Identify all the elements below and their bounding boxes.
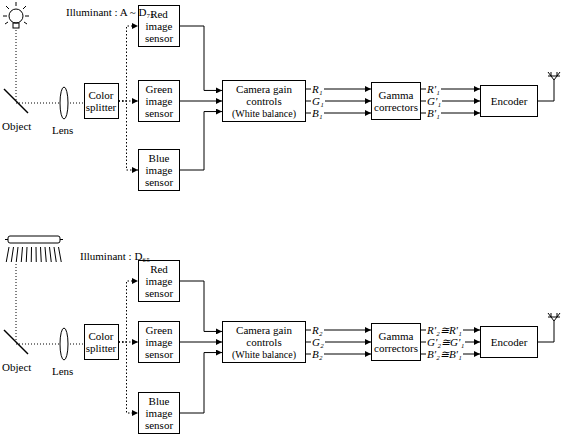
part-label: Lens (52, 124, 73, 136)
signal-label: G'₂≅G'₁ (426, 337, 465, 348)
box-text: Color splitter (86, 330, 117, 354)
light-ray (16, 103, 84, 104)
signal-label: G₂ (311, 337, 325, 348)
box-text: Camera gain controls (225, 83, 303, 107)
box-text: Gamma correctors (374, 330, 418, 354)
light-bulb-icon (3, 2, 29, 28)
light-ray (50, 247, 52, 262)
light-ray (6, 247, 9, 262)
encoder-box: Encoder (480, 85, 538, 117)
box-text: Blue image sensor (141, 152, 177, 188)
box-text: (White balance) (232, 108, 296, 119)
light-ray (59, 247, 62, 262)
gain-control-box: Camera gain controls(White balance) (222, 80, 306, 122)
signal-arrow (180, 281, 222, 331)
light-ray (16, 344, 84, 345)
light-ray (16, 264, 17, 342)
image-sensor-box: Blue image sensor (138, 149, 180, 191)
encoder-box: Encoder (480, 326, 538, 358)
gamma-corrector-box: Gamma correctors (371, 82, 421, 120)
signal-arrow (180, 26, 222, 90)
image-sensor-box: Blue image sensor (138, 392, 180, 434)
signal-label: R₂ (311, 325, 324, 336)
image-sensor-box: Red image sensor (138, 260, 180, 302)
illuminant-label: Illuminant : D₆₅ (80, 250, 150, 262)
light-ray (21, 247, 22, 262)
antenna-symbol (538, 313, 560, 342)
light-ray (31, 247, 32, 262)
light-ray (16, 247, 18, 262)
image-sensor-box: Green image sensor (138, 321, 180, 363)
signal-arrow (180, 101, 222, 102)
signal-label: R'₁ (426, 84, 441, 95)
light-ray (36, 247, 37, 262)
signal-label: B₁ (311, 108, 324, 119)
lens-symbol (60, 328, 68, 360)
color-splitter-box: Color splitter (84, 324, 119, 360)
light-ray (16, 30, 17, 101)
object-surface (4, 89, 28, 113)
optical-path (119, 342, 139, 343)
signal-label: G'₁ (426, 96, 442, 107)
light-ray (45, 247, 46, 262)
lens-symbol (60, 87, 68, 119)
optical-path (119, 26, 139, 101)
signal-arrow (180, 342, 222, 343)
part-label: Lens (52, 365, 73, 377)
light-ray (54, 247, 56, 262)
box-text: Green image sensor (141, 83, 177, 119)
illuminant-label: Illuminant : A ~ D₇₅ (66, 6, 154, 18)
object-surface (4, 330, 28, 354)
signal-label: B₂ (311, 349, 324, 360)
signal-label: R₁ (311, 84, 324, 95)
signal-label: B'₁ (426, 108, 441, 119)
box-text: Green image sensor (141, 324, 177, 360)
gamma-corrector-box: Gamma correctors (371, 323, 421, 361)
color-splitter-box: Color splitter (84, 83, 119, 119)
signal-arrow (180, 112, 222, 170)
box-text: Camera gain controls (225, 324, 303, 348)
box-text: Color splitter (86, 89, 117, 113)
light-ray (40, 247, 42, 262)
box-text: Encoder (491, 95, 528, 107)
signal-label: R'₂≅R'₁ (426, 325, 463, 336)
optical-path (119, 101, 139, 170)
box-text: Blue image sensor (141, 395, 177, 431)
light-ray (26, 247, 28, 262)
part-label: Object (2, 361, 31, 373)
light-ray (11, 247, 13, 262)
fluorescent-lamp-icon (5, 236, 63, 262)
optical-path (119, 281, 139, 342)
signal-label: G₁ (311, 96, 325, 107)
box-text: (White balance) (232, 349, 296, 360)
antenna-symbol (538, 72, 560, 101)
box-text: Encoder (491, 336, 528, 348)
optical-path (119, 101, 139, 102)
signal-arrow (180, 353, 222, 413)
signal-label: B'₂≅B'₁ (426, 349, 463, 360)
gain-control-box: Camera gain controls(White balance) (222, 321, 306, 363)
image-sensor-box: Green image sensor (138, 80, 180, 122)
box-text: Gamma correctors (374, 89, 418, 113)
box-text: Red image sensor (141, 263, 177, 299)
part-label: Object (2, 120, 31, 132)
optical-path (119, 342, 139, 413)
